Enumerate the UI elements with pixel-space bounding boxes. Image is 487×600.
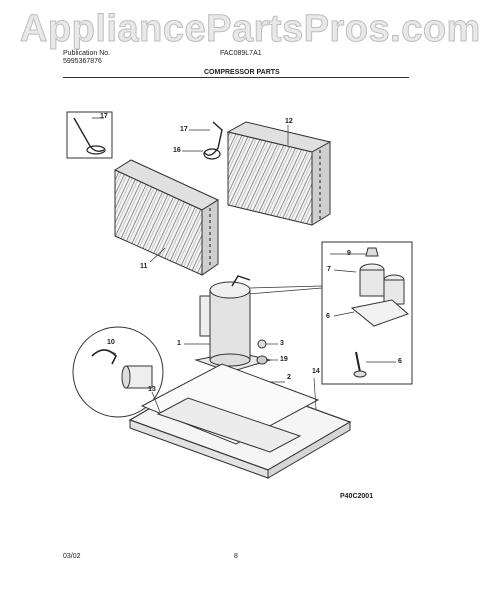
publication-number: 5995367876 <box>63 58 102 65</box>
overload-detail-circle <box>72 326 164 418</box>
callout-12: 12 <box>285 118 293 125</box>
callout-11: 11 <box>140 263 148 270</box>
callout-2: 2 <box>287 374 291 381</box>
diagram-code: P40C2001 <box>340 493 374 500</box>
callout-13: 13 <box>148 386 156 393</box>
callout-17a: 17 <box>100 113 108 120</box>
evaporator-coil <box>113 159 220 276</box>
capillary-tube-box <box>66 111 113 159</box>
callout-3: 3 <box>280 340 284 347</box>
callout-17b: 17 <box>180 126 188 133</box>
mounting-detail-box <box>247 241 413 385</box>
condenser-coil <box>226 121 332 226</box>
capillary-tube <box>182 121 223 160</box>
mounting-hardware <box>256 339 278 365</box>
callout-7: 7 <box>327 266 331 273</box>
model-number: FAC089L7A1 <box>220 50 262 57</box>
callout-19: 19 <box>280 356 288 363</box>
callout-10: 10 <box>107 339 115 346</box>
callout-9: 9 <box>347 250 351 257</box>
base-pan <box>128 363 352 479</box>
header-rule <box>63 77 409 78</box>
callout-16: 16 <box>173 147 181 154</box>
section-title: COMPRESSOR PARTS <box>204 69 280 76</box>
publication-label: Publication No. <box>63 50 111 57</box>
footer-page-number: 8 <box>234 553 238 560</box>
footer-date: 03/02 <box>63 553 81 560</box>
callout-6a: 6 <box>326 313 330 320</box>
callout-14: 14 <box>312 368 320 375</box>
watermark: AppliancePartsPros.com <box>20 8 481 51</box>
callout-6b: 6 <box>398 358 402 365</box>
callout-1: 1 <box>177 340 181 347</box>
compressor <box>184 275 272 373</box>
